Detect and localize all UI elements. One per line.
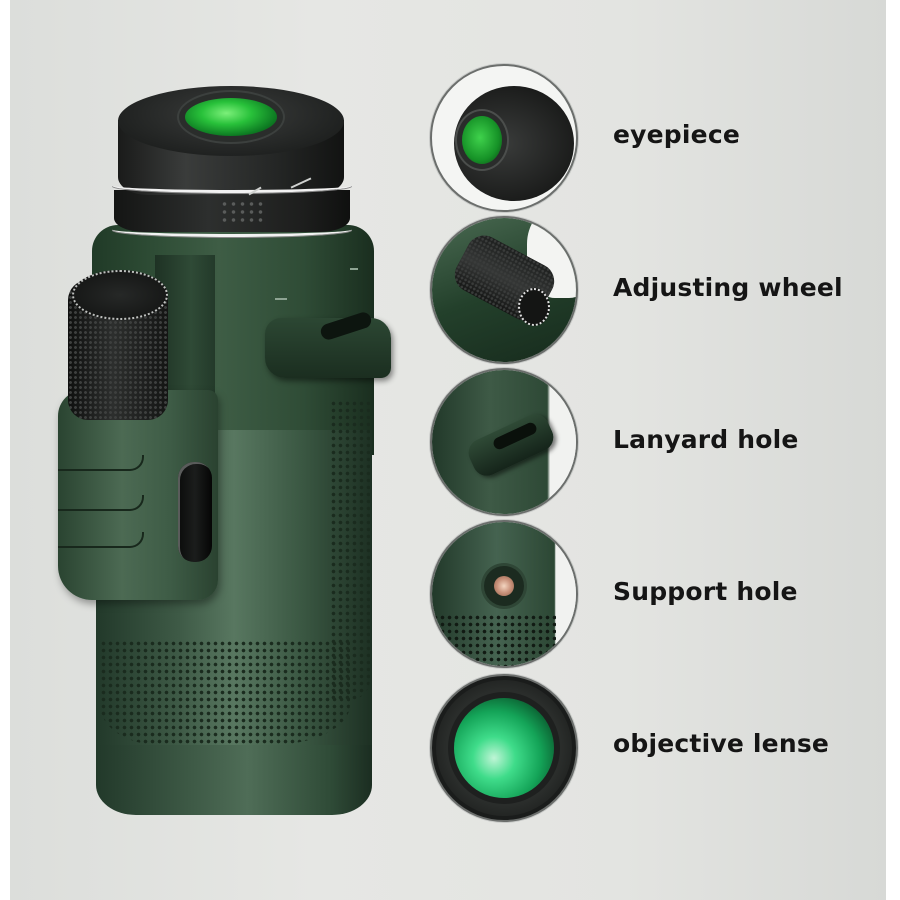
callout-support-hole: Support hole (430, 520, 870, 670)
callout-objective-lense: objective lense (430, 674, 870, 824)
support-hole-detail-image (430, 520, 578, 668)
objective-lens-glass (454, 698, 554, 798)
objective-lens-detail-image (430, 674, 578, 822)
callout-adjusting-wheel: Adjusting wheel (430, 216, 870, 366)
callout-lanyard-hole: Lanyard hole (430, 368, 870, 518)
wheel-end-cap (518, 288, 550, 326)
housing-groove (58, 495, 144, 511)
label-support-hole: Support hole (613, 577, 798, 606)
adjusting-wheel-detail-image (430, 216, 578, 364)
objective-end-band (96, 745, 372, 815)
silver-ring (112, 178, 352, 193)
label-objective-lense: objective lense (613, 729, 830, 758)
callout-eyepiece: eyepiece (430, 64, 870, 214)
label-lanyard-hole: Lanyard hole (613, 425, 799, 454)
eyepiece-lens-icon (462, 116, 502, 164)
eyepiece-detail-image (430, 64, 578, 212)
housing-groove (58, 532, 144, 548)
adjusting-wheel-cap (72, 270, 168, 320)
label-adjusting-wheel: Adjusting wheel (613, 273, 843, 302)
lanyard-hole-detail-image (430, 368, 578, 516)
grip-texture (100, 640, 350, 745)
body-mark (275, 298, 287, 300)
body-mark (350, 268, 358, 270)
eyepiece-lens (185, 98, 277, 136)
silver-ring (112, 222, 352, 237)
grip-texture (432, 614, 556, 666)
housing-groove (58, 455, 144, 471)
monocular-product-image (0, 0, 430, 900)
label-eyepiece: eyepiece (613, 120, 741, 149)
side-window (178, 462, 212, 562)
tripod-screw-hole-icon (494, 576, 514, 596)
